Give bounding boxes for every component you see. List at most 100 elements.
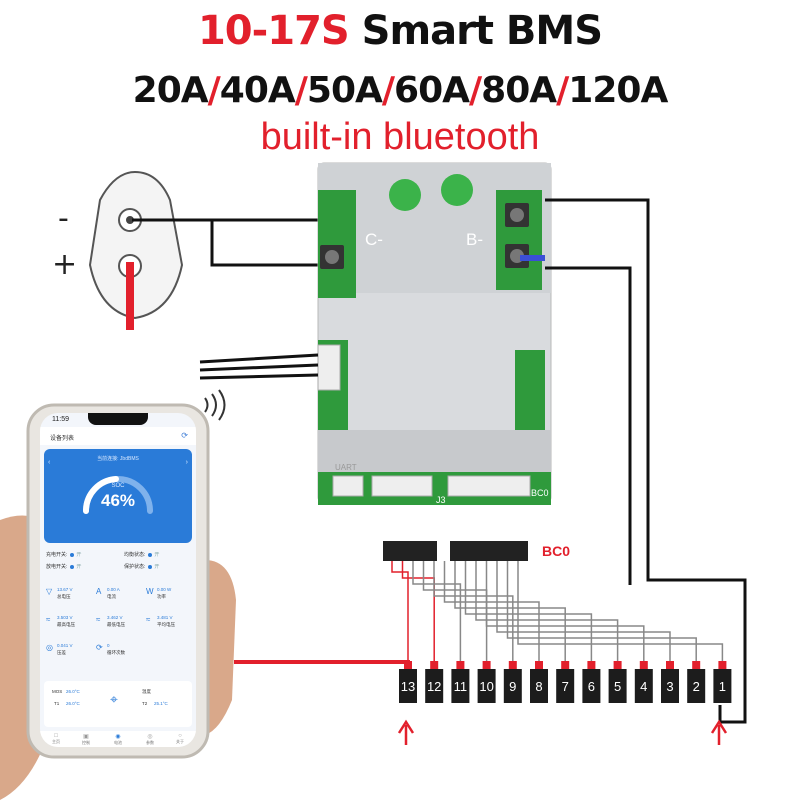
avg-icon: ≈ — [146, 615, 151, 624]
notch — [88, 413, 148, 425]
t2-temp: 25.1°C — [154, 701, 168, 706]
balance-wire-6 — [464, 561, 593, 661]
app-title[interactable]: 设备列表 — [50, 436, 75, 442]
cell-label-9: 9 — [509, 679, 516, 694]
cell-terminal-12 — [430, 661, 439, 669]
cell-terminal-1 — [718, 661, 727, 669]
balance-plug-left — [383, 541, 437, 561]
port-b-label: B- — [466, 230, 483, 249]
cell-terminal-4 — [639, 661, 648, 669]
cell-5 — [608, 669, 627, 703]
min-icon: ≈ — [96, 615, 101, 624]
soc-gauge — [82, 476, 153, 514]
cell-terminal-3 — [666, 661, 674, 669]
cell-11 — [451, 669, 470, 703]
app-screen: 11:59 设备列表 ⟳ ‹ › 当前连接: JbdBMS SOC 46% 充电… — [40, 413, 196, 747]
status-time: 11:59 — [52, 416, 69, 423]
current-5: 120A — [568, 70, 668, 111]
cell-label-7: 7 — [562, 679, 569, 694]
cell-label-13: 13 — [401, 679, 415, 694]
balance-wire-3 — [496, 561, 671, 661]
tab-about[interactable]: ○关于 — [168, 733, 192, 745]
cell-terminal-10 — [482, 661, 491, 669]
tab-params[interactable]: ◎参数 — [138, 733, 162, 746]
voltage-icon: ▽ — [46, 587, 53, 596]
cell-terminal-8 — [535, 661, 543, 669]
tab-control[interactable]: ▣控制 — [74, 733, 98, 746]
current-3: 60A — [394, 70, 470, 111]
balance-wires — [391, 561, 724, 661]
balance-wire-12 — [401, 561, 435, 661]
about-icon: ○ — [178, 733, 182, 739]
cell-terminal-6 — [587, 661, 596, 669]
cell-10 — [477, 669, 496, 703]
balance-wire-2 — [506, 561, 697, 661]
current-2: 50A — [306, 70, 383, 111]
temp-title: 温度 — [142, 689, 151, 694]
cell-7 — [556, 669, 575, 703]
power-icon: W — [146, 587, 154, 596]
battery-terminal — [88, 170, 184, 330]
j3-label: J3 — [436, 495, 446, 505]
app-bar: 设备列表 ⟳ — [40, 427, 196, 445]
series-text: 10-17S — [197, 8, 350, 54]
cell-label-1: 1 — [719, 679, 726, 694]
cell-6 — [582, 669, 601, 703]
wire-c-minus-2 — [210, 220, 322, 267]
switch-discharge[interactable]: 放电开关:开 — [46, 564, 82, 570]
switch-balance[interactable]: 均衡状态:开 — [124, 552, 160, 558]
cell-terminal-7 — [561, 661, 570, 669]
mos-label: MOS — [52, 689, 63, 694]
cell-3 — [661, 669, 679, 703]
hand-right — [205, 560, 236, 735]
balance-wire-13 — [391, 561, 409, 661]
balance-plug-right — [450, 541, 528, 561]
bms-board — [317, 162, 552, 505]
negative-sign: - — [58, 201, 69, 236]
balance-wire-5 — [475, 561, 619, 661]
switch-charge[interactable]: 充电开关:开 — [46, 552, 82, 558]
cell-4 — [634, 669, 653, 703]
cell-terminal-11 — [456, 661, 465, 669]
prev-icon[interactable]: ‹ — [48, 459, 51, 466]
params-icon: ◎ — [147, 734, 153, 740]
cell-12 — [425, 669, 444, 703]
uart-label: UART — [335, 463, 357, 472]
cell-label-6: 6 — [588, 679, 595, 694]
bc0-label: BC0 — [542, 543, 570, 559]
product-text: Smart BMS — [361, 8, 603, 54]
soc-label: SOC — [111, 483, 125, 489]
arrow-cell13 — [397, 719, 415, 745]
diff-icon: ◎ — [46, 643, 53, 652]
cell-label-3: 3 — [666, 679, 673, 694]
cell-label-5: 5 — [614, 679, 621, 694]
home-icon: □ — [54, 733, 58, 739]
refresh-icon[interactable]: ⟳ — [181, 431, 188, 440]
balance-wire-9 — [433, 561, 514, 661]
current-ratings: 20A/40A/50A/60A/80A/120A — [132, 70, 669, 111]
tab-home[interactable]: □主页 — [44, 733, 68, 745]
switch-protect[interactable]: 保护状态:开 — [124, 564, 160, 570]
cell-terminal-9 — [508, 661, 517, 669]
soc-value: 46% — [100, 491, 136, 510]
cell-terminal-5 — [613, 661, 622, 669]
current-icon: A — [96, 587, 102, 596]
arrow-cell1 — [710, 719, 728, 745]
soc-card: ‹ › 当前连接: JbdBMS SOC 46% — [44, 449, 192, 543]
next-icon[interactable]: › — [185, 459, 188, 466]
control-icon: ▣ — [83, 734, 89, 740]
positive-sign: + — [52, 247, 77, 282]
cell-terminal-2 — [692, 661, 701, 669]
max-icon: ≈ — [46, 615, 51, 624]
t1-temp: 26.0°C — [66, 701, 80, 706]
tab-battery[interactable]: ◉电池 — [106, 733, 130, 746]
tab-bar: □主页 ▣控制 ◉电池 ◎参数 ○关于 — [40, 731, 196, 747]
temperature-card: MOS 26.0°C T1 26.0°C ⌖ 温度 T2 25.1°C — [44, 681, 192, 727]
